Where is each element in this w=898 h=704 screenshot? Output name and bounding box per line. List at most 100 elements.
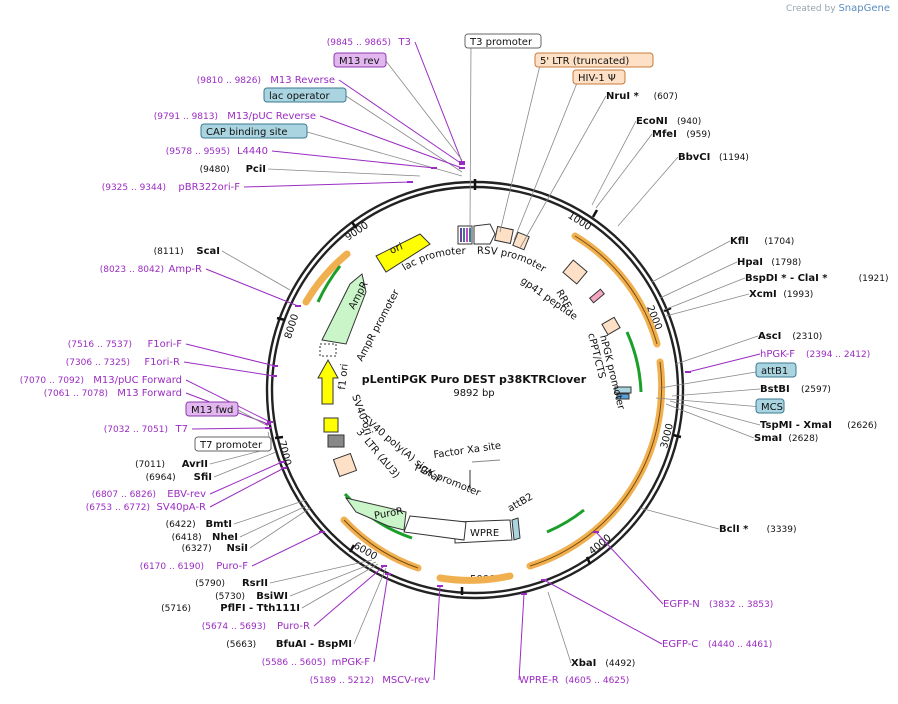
callout-econi: EcoNI(940) bbox=[636, 116, 701, 127]
site-name-hpai: HpaI bbox=[737, 257, 763, 268]
primer-pos-f1ori-r: (7306 .. 7325) bbox=[66, 358, 130, 368]
box-t3-promoter bbox=[464, 33, 542, 49]
leader-m13-puc-reverse bbox=[319, 115, 463, 169]
callout-mscv-rev: MSCV-rev(5189 .. 5212) bbox=[310, 675, 430, 686]
primer-name-m13-puc-reverse: M13/pUC Reverse bbox=[227, 111, 316, 122]
primer-pos-egfp-c: (4440 .. 4461) bbox=[708, 640, 772, 650]
primer-mark-m13-puc-reverse bbox=[459, 167, 465, 169]
leader-hiv-1 bbox=[513, 77, 580, 241]
site-name-mfei: MfeI bbox=[652, 129, 677, 140]
label-ori: ori bbox=[388, 241, 404, 256]
site-pos-bstbi: (2597) bbox=[801, 385, 831, 395]
callout-t3: T3(9845 .. 9865) bbox=[327, 37, 411, 48]
site-pos-econi: (940) bbox=[677, 117, 701, 127]
callout-hpai: HpaI(1798) bbox=[737, 257, 801, 268]
leader-puro-f bbox=[251, 531, 323, 567]
stripe-4 bbox=[469, 228, 471, 242]
callout-attb1: attB1 bbox=[755, 362, 797, 378]
callout-bfuai-bspmi: (5663)BfuAI - BspMI bbox=[226, 639, 352, 650]
stripe-2 bbox=[463, 228, 465, 242]
primer-name-egfp-n: EGFP-N bbox=[663, 599, 700, 610]
callout-ebv-rev: EBV-rev(6807 .. 6826) bbox=[92, 489, 206, 500]
primer-name-l4440: L4440 bbox=[237, 146, 268, 157]
tick-6000 bbox=[348, 544, 356, 553]
callout-hpgk-f: hPGK-F(2394 .. 2412) bbox=[760, 349, 870, 360]
primer-pos-sv40pa-r: (6753 .. 6772) bbox=[86, 503, 150, 513]
credit-brand: SnapGene bbox=[838, 3, 890, 14]
callout-asci: AscI(2310) bbox=[758, 331, 822, 342]
box-attb1 bbox=[755, 362, 797, 378]
leader-ebv-rev bbox=[209, 461, 283, 495]
box-mcs bbox=[755, 398, 785, 414]
gfp-arc-2 bbox=[546, 508, 585, 534]
label-puror: PuroR bbox=[373, 506, 404, 522]
primer-mark-ebv-rev bbox=[279, 461, 285, 463]
callout-m13-fwd: M13 fwd bbox=[185, 401, 239, 417]
leader-pflfi-tth111i bbox=[301, 563, 379, 609]
primer-name-m13-forward: M13 Forward bbox=[117, 388, 182, 399]
leader-wpre-r bbox=[518, 593, 525, 681]
callout-xcmi: XcmI(1993) bbox=[749, 289, 813, 300]
callout-cap-binding-site: CAP binding site bbox=[200, 123, 308, 139]
callout-xbai: XbaI(4492) bbox=[571, 658, 635, 669]
box-label-lac-operator: lac operator bbox=[269, 91, 330, 102]
feature-attb2-block bbox=[511, 517, 521, 541]
callout-mpgk-f: mPGK-F (5586 .. 5605) bbox=[262, 657, 371, 668]
primer-pos-mpgk-f: (5586 .. 5605) bbox=[262, 658, 326, 668]
primer-name-f1ori-r: F1ori-R bbox=[144, 357, 180, 368]
leader-hpgk-f bbox=[687, 353, 761, 373]
callout-bspdi-clai: BspDI * - ClaI *(1921) bbox=[745, 273, 889, 284]
primer-mark-mscv-rev bbox=[437, 585, 443, 587]
callout-egfp-c: EGFP-C(4440 .. 4461) bbox=[662, 639, 772, 650]
site-pos-xcmi: (1993) bbox=[783, 290, 813, 300]
site-pos-mfei: (959) bbox=[686, 130, 710, 140]
site-name-nsii: NsiI bbox=[227, 543, 248, 554]
snapgene-credit: Created by SnapGene bbox=[786, 3, 890, 14]
site-name-bstbi: BstBI bbox=[760, 384, 790, 395]
credit-prefix: Created by bbox=[786, 4, 836, 14]
callout-f1ori-f: F1ori-F(7516 .. 7537) bbox=[68, 339, 183, 350]
orf-outline-3 bbox=[343, 519, 419, 569]
callout-rsrii: (5790)RsrII bbox=[195, 578, 268, 589]
primer-name-sv40pa-r: SV40pA-R bbox=[157, 502, 206, 513]
leader-bbvci bbox=[617, 156, 679, 227]
primer-name-mpgk-f: mPGK-F bbox=[332, 657, 371, 668]
feature-ori-arrow bbox=[375, 233, 431, 273]
primer-name-ebv-rev: EBV-rev bbox=[167, 489, 206, 500]
site-pos-avrii: (7011) bbox=[135, 460, 165, 470]
tick-8000 bbox=[276, 316, 286, 322]
leader-bcli bbox=[639, 507, 720, 530]
callout-t3-promoter: T3 promoter bbox=[464, 33, 542, 49]
site-name-bmti: BmtI bbox=[205, 519, 232, 530]
primer-pos-wpre-r: (4605 .. 4625) bbox=[565, 676, 629, 686]
leader-attb1 bbox=[659, 370, 763, 389]
box-cap-binding-site bbox=[200, 123, 308, 139]
site-name-scai: ScaI bbox=[196, 246, 220, 257]
primer-name-f1ori-f: F1ori-F bbox=[148, 339, 183, 350]
primer-mark-egfp-n bbox=[593, 531, 599, 533]
primer-pos-egfp-n: (3832 .. 3853) bbox=[709, 600, 773, 610]
site-pos-bmti: (6422) bbox=[166, 520, 196, 530]
leader-tspmi-xmai bbox=[669, 400, 761, 426]
feature-5ltr-block bbox=[494, 225, 514, 245]
site-pos-nrui: (607) bbox=[654, 92, 678, 102]
site-name-nrui: NruI * bbox=[606, 91, 640, 102]
label-sv40ori: SV40 ori bbox=[349, 393, 374, 436]
callout-avrii: (7011)AvrII bbox=[135, 459, 208, 470]
label-f1ori: f1 ori bbox=[337, 363, 351, 390]
leader-xbai bbox=[547, 591, 572, 664]
feature-ampr-promoter bbox=[319, 343, 337, 357]
leader-egfp-n bbox=[595, 531, 664, 605]
feature-gp41-block bbox=[589, 288, 605, 304]
callout-bcli: BclI *(3339) bbox=[719, 524, 797, 535]
plasmid-name: pLentiPGK Puro DEST p38KTRClover bbox=[362, 373, 587, 386]
callout-sv40pa-r: SV40pA-R (6753 .. 6772) bbox=[86, 502, 206, 513]
leader-bsiwi bbox=[289, 561, 377, 597]
callout-bmti: (6422) BmtI bbox=[166, 519, 232, 530]
site-pos-pflfi-tth111i: (5716) bbox=[161, 604, 191, 614]
callout-m13-reverse: M13 Reverse(9810 .. 9826) bbox=[197, 75, 335, 86]
leader-pbr322ori-f bbox=[243, 181, 411, 188]
callout-nsii: (6327)NsiI bbox=[182, 543, 248, 554]
callout-smai: SmaI(2628) bbox=[754, 433, 818, 444]
